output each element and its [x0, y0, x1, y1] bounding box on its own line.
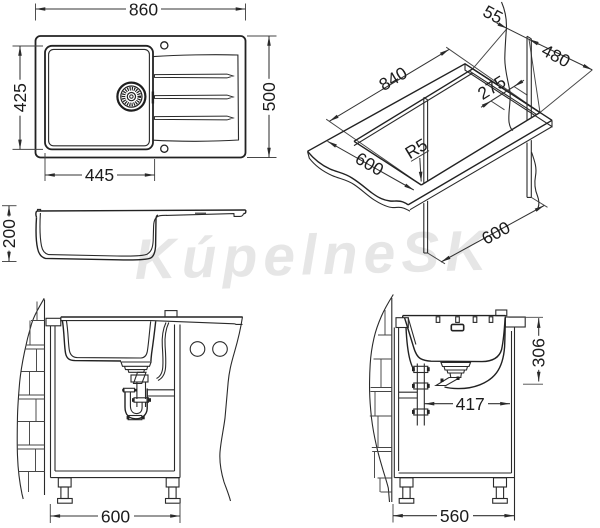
svg-text:600: 600: [352, 148, 387, 180]
svg-text:560: 560: [440, 506, 469, 526]
svg-text:425: 425: [10, 83, 30, 112]
svg-text:KúpelneSK: KúpelneSK: [134, 219, 491, 292]
svg-text:480: 480: [538, 40, 573, 71]
svg-text:445: 445: [85, 165, 114, 185]
svg-text:600: 600: [101, 506, 130, 526]
svg-text:200: 200: [0, 219, 19, 248]
svg-text:417: 417: [456, 394, 485, 414]
svg-text:860: 860: [129, 0, 158, 19]
svg-text:500: 500: [259, 82, 279, 111]
svg-text:306: 306: [529, 338, 549, 367]
svg-text:275: 275: [474, 71, 509, 103]
